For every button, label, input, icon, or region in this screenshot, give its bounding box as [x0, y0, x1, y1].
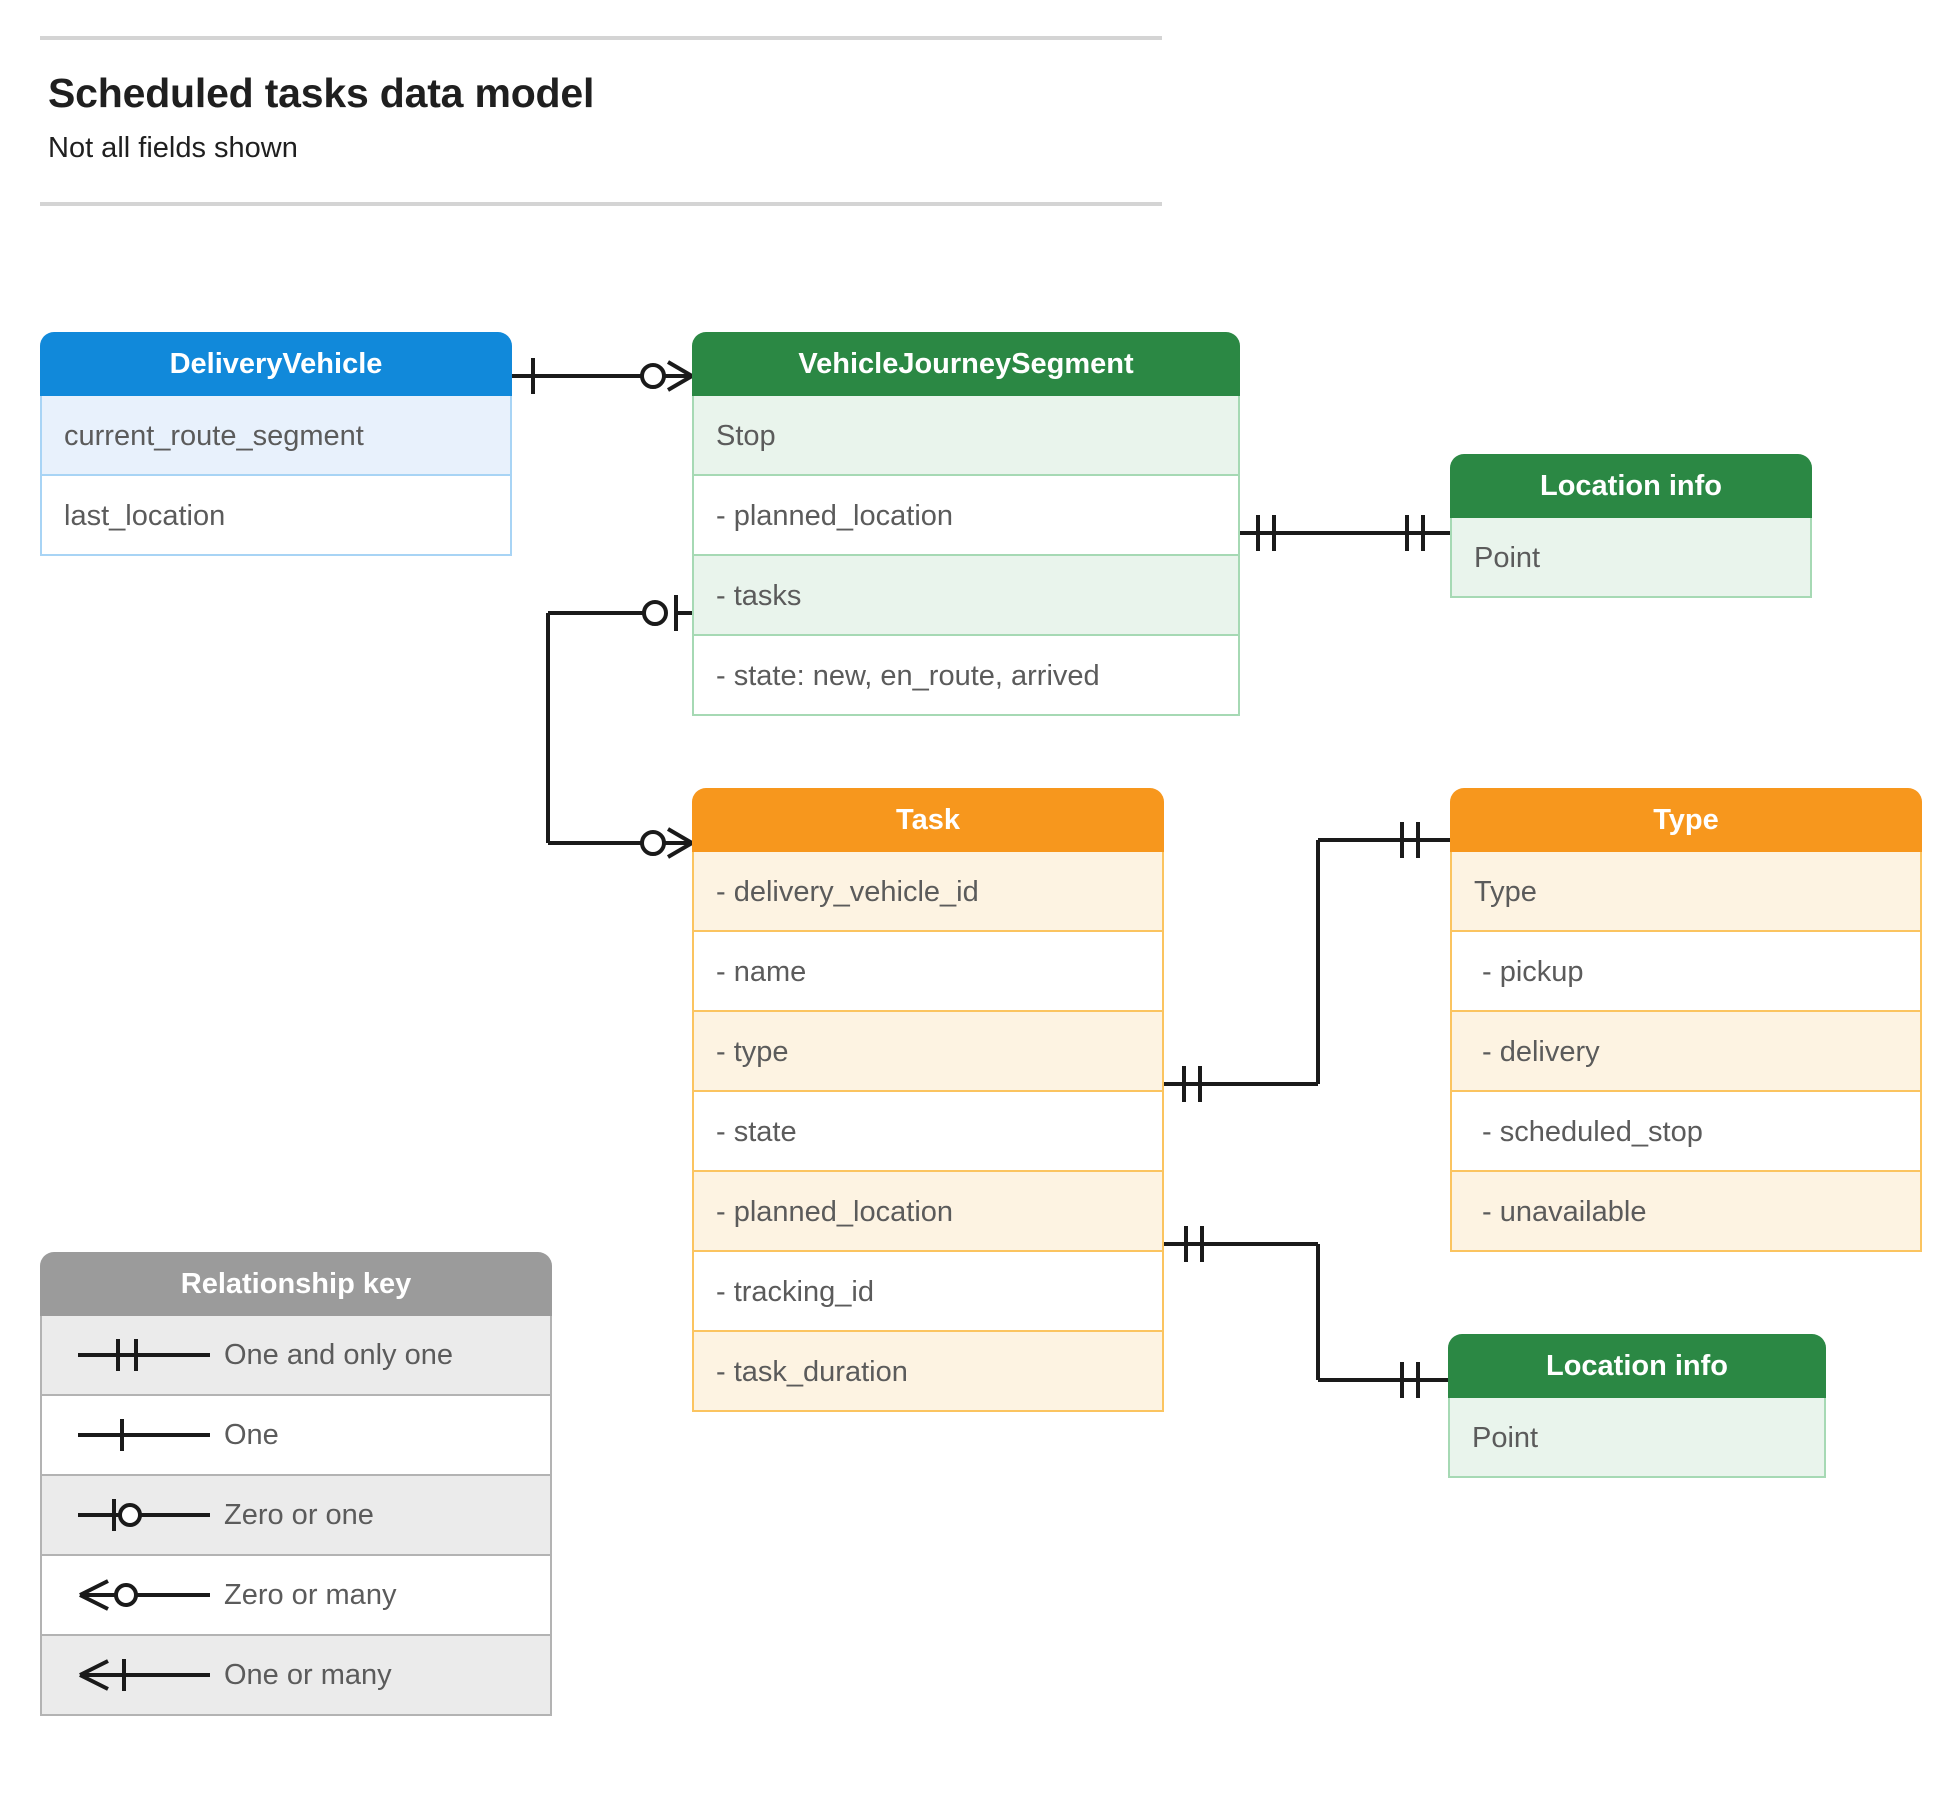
legend-item-label: One [224, 1419, 279, 1451]
entity-field-row: - delivery [1450, 1012, 1922, 1092]
entity-field-row: Type [1450, 852, 1922, 932]
cardinality-crow-foot [664, 360, 694, 392]
entity-field-row: last_location [40, 476, 512, 556]
legend-relationship-key: Relationship key One and only one [40, 1252, 552, 1716]
entity-title: DeliveryVehicle [40, 332, 512, 396]
legend-item-one-or-many: One or many [40, 1636, 552, 1716]
legend-title: Relationship key [40, 1252, 552, 1316]
legend-item-label: Zero or many [224, 1579, 397, 1611]
header-top-divider [40, 36, 1162, 40]
entity-field-row: - task_duration [692, 1332, 1164, 1412]
entity-field-row: - name [692, 932, 1164, 1012]
entity-field-row: - state [692, 1092, 1164, 1172]
legend-item-label: Zero or one [224, 1499, 374, 1531]
entity-type[interactable]: Type Type - pickup - delivery - schedule… [1450, 788, 1922, 1252]
entity-field-row: Point [1448, 1398, 1826, 1478]
one-icon [64, 1415, 224, 1455]
entity-delivery-vehicle[interactable]: DeliveryVehicle current_route_segment la… [40, 332, 512, 556]
cardinality-zero-circle [642, 600, 668, 626]
entity-field-row: Point [1450, 518, 1812, 598]
entity-location-info-bottom[interactable]: Location info Point [1448, 1334, 1826, 1478]
zero-or-many-icon [64, 1575, 224, 1615]
entity-field-row: - delivery_vehicle_id [692, 852, 1164, 932]
page-subtitle: Not all fields shown [48, 132, 298, 164]
entity-field-row: - state: new, en_route, arrived [692, 636, 1240, 716]
entity-title: VehicleJourneySegment [692, 332, 1240, 396]
entity-field-row: current_route_segment [40, 396, 512, 476]
entity-title: Location info [1448, 1334, 1826, 1398]
legend-item-zero-or-many: Zero or many [40, 1556, 552, 1636]
entity-field-row: - planned_location [692, 476, 1240, 556]
cardinality-zero-circle [640, 830, 666, 856]
entity-title: Location info [1450, 454, 1812, 518]
entity-location-info-top[interactable]: Location info Point [1450, 454, 1812, 598]
entity-field-row: - unavailable [1450, 1172, 1922, 1252]
header-bottom-divider [40, 202, 1162, 206]
entity-field-row: - type [692, 1012, 1164, 1092]
entity-task[interactable]: Task - delivery_vehicle_id - name - type… [692, 788, 1164, 1412]
entity-title: Task [692, 788, 1164, 852]
legend-item-one-and-only-one: One and only one [40, 1316, 552, 1396]
entity-field-row: - pickup [1450, 932, 1922, 1012]
legend-item-label: One or many [224, 1659, 392, 1691]
entity-field-row: - tracking_id [692, 1252, 1164, 1332]
one-or-many-icon [64, 1655, 224, 1695]
entity-field-row: - tasks [692, 556, 1240, 636]
entity-vehicle-journey-segment[interactable]: VehicleJourneySegment Stop - planned_loc… [692, 332, 1240, 716]
cardinality-crow-foot [664, 827, 694, 859]
legend-item-one: One [40, 1396, 552, 1476]
one-and-only-one-icon [64, 1335, 224, 1375]
page-title: Scheduled tasks data model [48, 70, 595, 116]
legend-item-zero-or-one: Zero or one [40, 1476, 552, 1556]
entity-title: Type [1450, 788, 1922, 852]
legend-item-label: One and only one [224, 1339, 453, 1371]
zero-or-one-icon [64, 1495, 224, 1535]
entity-field-row: - planned_location [692, 1172, 1164, 1252]
entity-field-row: Stop [692, 396, 1240, 476]
entity-field-row: - scheduled_stop [1450, 1092, 1922, 1172]
cardinality-zero-circle [640, 363, 666, 389]
